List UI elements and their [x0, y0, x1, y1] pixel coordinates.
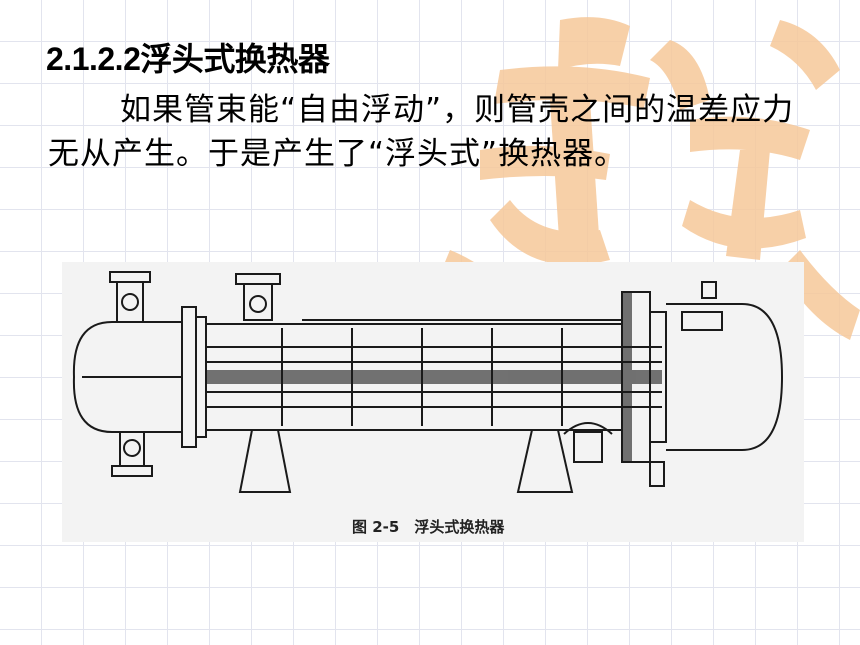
- body-paragraph: 如果管束能“自由浮动”，则管壳之间的温差应力无从产生。于是产生了“浮头式”换热器…: [48, 92, 795, 172]
- figure-caption: 图 2-5 浮头式换热器: [352, 518, 505, 536]
- page-title: 2.1.2.2浮头式换热器: [46, 41, 330, 77]
- floating-head-exchanger-drawing: 图 2-5 浮头式换热器: [72, 271, 784, 536]
- heat-exchanger-figure: 图 2-5 浮头式换热器: [62, 262, 804, 542]
- calligraphy-watermark: [440, 17, 860, 340]
- channel-head: [72, 321, 183, 433]
